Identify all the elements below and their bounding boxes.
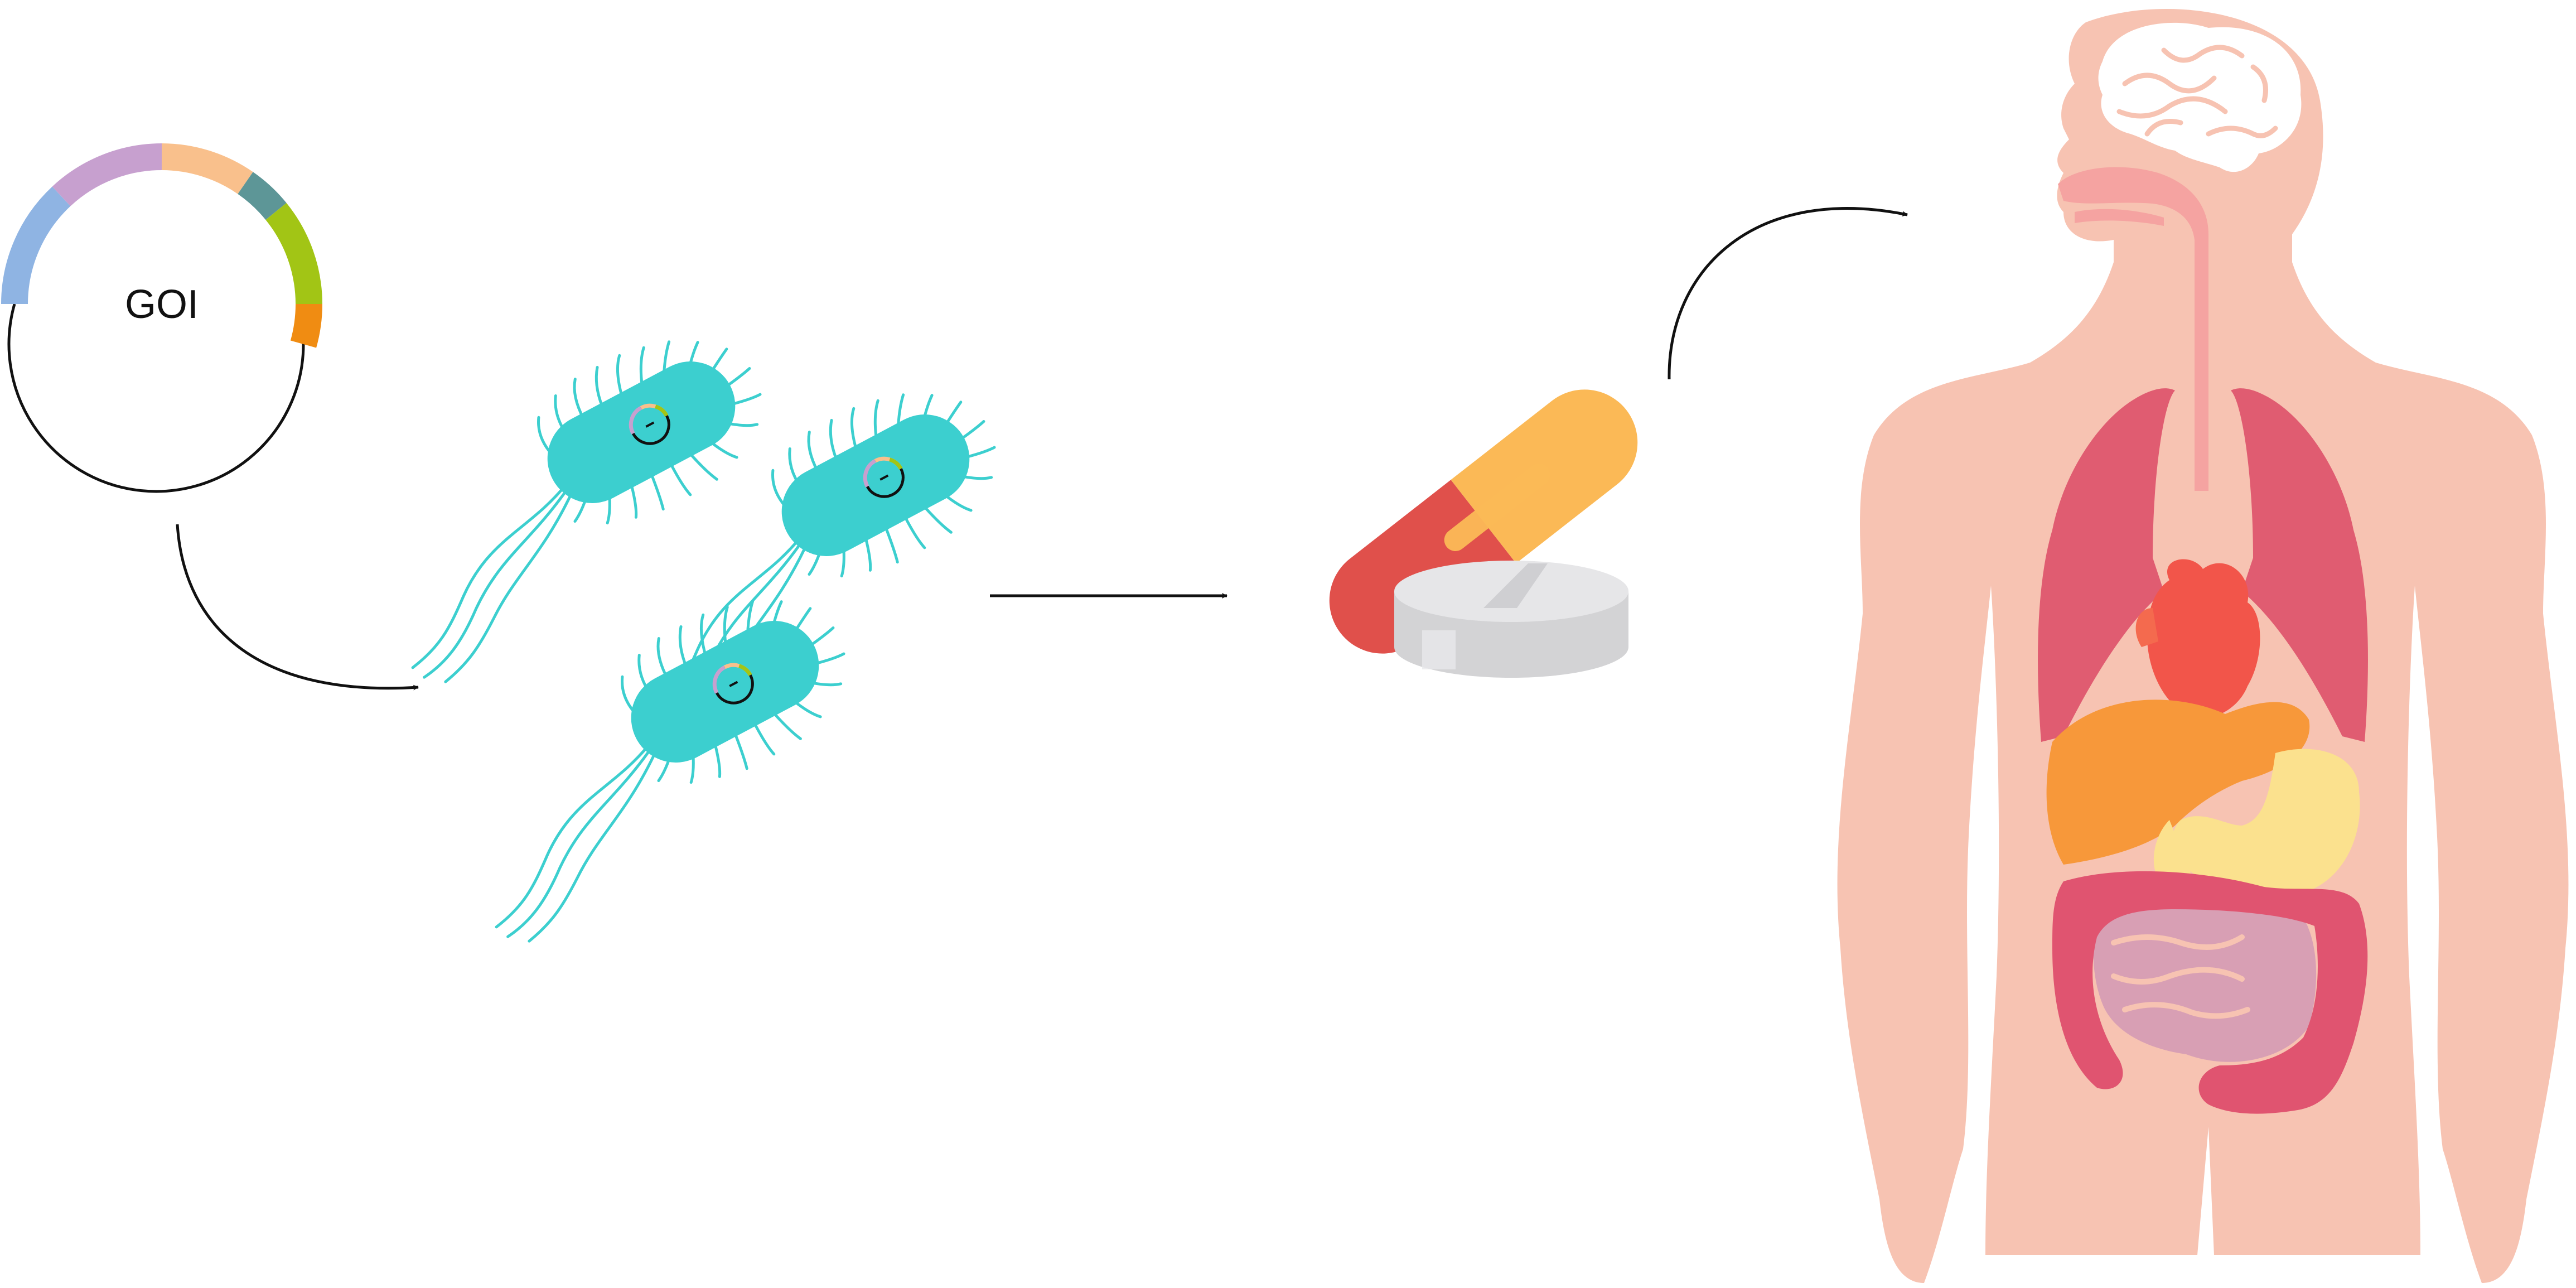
liver-icon — [2046, 700, 2310, 865]
heart-icon — [2147, 559, 2260, 718]
bacterium-icon — [413, 564, 896, 952]
plasmid-label: GOI — [125, 282, 199, 327]
human-body-icon — [1837, 9, 2569, 1283]
arrow-plasmid-to-bacteria — [176, 524, 419, 691]
plasmid-segment-orange — [290, 303, 322, 348]
plasmid-icon: GOI — [1, 143, 322, 493]
plasmid-segment-green — [265, 202, 322, 305]
stomach-icon — [2172, 749, 2360, 898]
large-intestine-icon — [2052, 871, 2368, 1114]
plasmid-segment-teal — [237, 172, 287, 220]
lungs-icon — [2038, 388, 2175, 742]
arrow-capsule-to-human — [1668, 207, 1908, 380]
small-intestine-icon — [2093, 904, 2317, 1062]
capsule-icon — [1329, 389, 1638, 654]
plasmid-segment-blue — [1, 186, 71, 305]
tablet-icon — [1394, 561, 1628, 678]
plasmid-segment-purple — [52, 143, 162, 206]
bacteria-group — [329, 305, 1047, 952]
plasmid-segment-peach — [161, 143, 253, 194]
